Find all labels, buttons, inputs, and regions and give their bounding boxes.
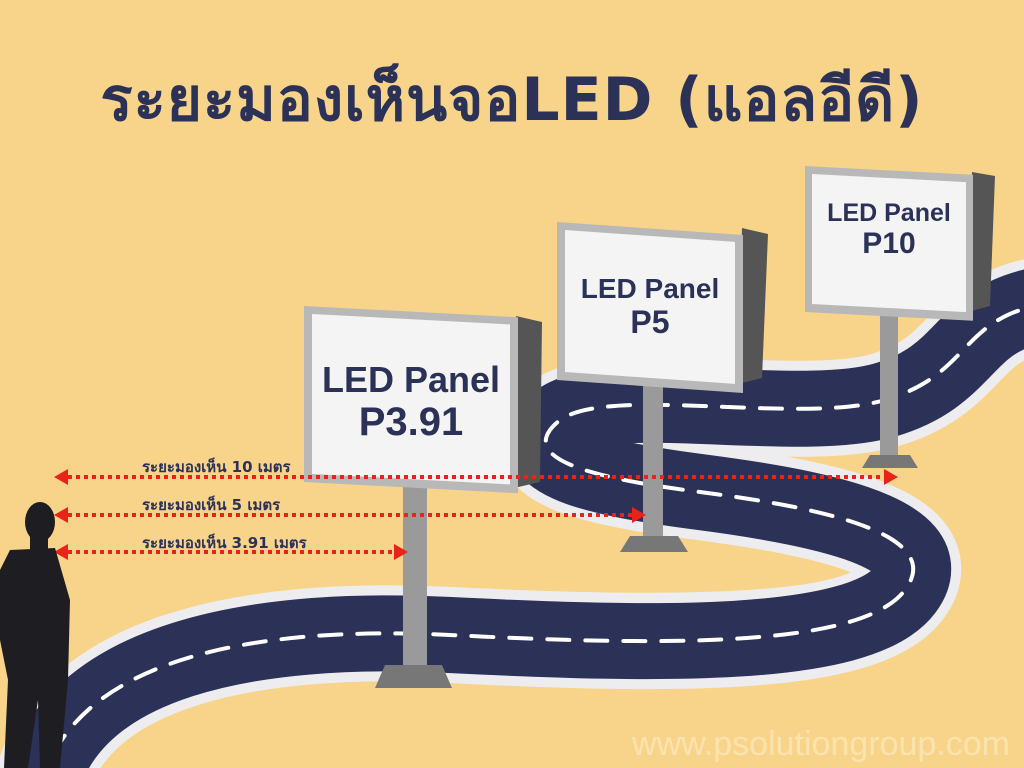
billboard-pole-p10 [862, 300, 918, 468]
panel-line2: P5 [630, 303, 670, 340]
distance-label-10m: ระยะมองเห็น 10 เมตร [142, 458, 291, 476]
billboard-pole-p5 [620, 370, 688, 552]
billboard-frame-p10 [805, 166, 995, 321]
billboard-p391-label: LED Panel P3.91 [312, 322, 510, 482]
billboard-frame-p391 [304, 306, 542, 494]
watermark: www.psolutiongroup.com [632, 725, 1010, 763]
billboard-p10-label: LED Panel P10 [812, 170, 966, 290]
distance-label-391m: ระยะมองเห็น 3.91 เมตร [142, 534, 307, 552]
billboard-frame-p5 [557, 222, 768, 394]
arrow-heads [54, 469, 898, 560]
page-title: ระยะมองเห็นจอLED (แอลอีดี) [100, 65, 924, 135]
person-silhouette [0, 502, 70, 768]
billboard-pole-p391 [375, 470, 452, 688]
panel-line2: P3.91 [358, 399, 464, 444]
distance-label-5m: ระยะมองเห็น 5 เมตร [142, 496, 281, 514]
panel-line1: LED Panel [580, 273, 720, 304]
road [0, 259, 1024, 768]
billboard-p5-label: LED Panel P5 [565, 236, 735, 378]
panel-line1: LED Panel [321, 359, 501, 401]
distance-arrows [68, 475, 884, 554]
panel-line2: P10 [862, 227, 916, 261]
panel-line1: LED Panel [827, 198, 951, 227]
